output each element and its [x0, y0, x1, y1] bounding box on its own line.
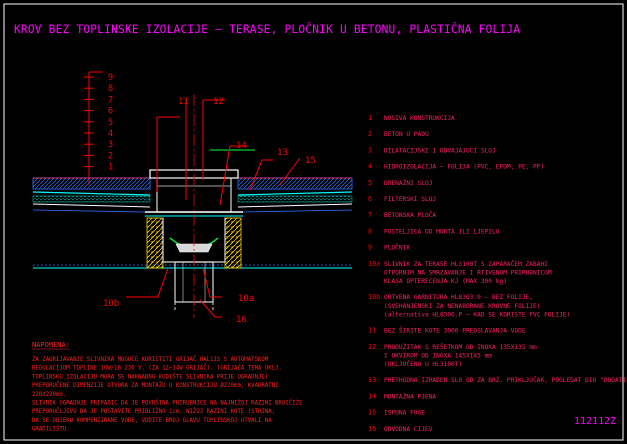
- legend-number: 4: [368, 163, 372, 171]
- callout-11: 11: [178, 97, 189, 107]
- legend-number: 5: [368, 179, 372, 187]
- legend-text: DRENAŽNI SLOJ: [384, 178, 432, 187]
- note-line: PREPORUČLJIVO DA JE POSTAVITE PRIBLIŽNO …: [32, 407, 275, 415]
- legend-text: POSTELJICA OD MORTA ILI LJEPILO: [384, 228, 500, 235]
- legend-number: 8: [368, 227, 372, 235]
- note-line: 220X220mm.: [32, 392, 66, 398]
- legend-number: 10b: [368, 293, 380, 301]
- notes-block: ZA ZAGRIJAVANJE SLIVNIKA MOGUĆE KORISTIT…: [32, 356, 303, 433]
- legend-text: I OKVIROM OD INOXA 145X145 mm: [384, 352, 492, 359]
- legend-text: (UKLJUČENO U HL3100T): [384, 359, 462, 368]
- legend-number: 16: [368, 425, 376, 433]
- legend-text: PRETHODNO IZRAĐEN SLO OD ZA BRZ. PRIKLJU…: [384, 375, 627, 384]
- callout-12: 12: [213, 97, 224, 107]
- callout-10b: 10b: [103, 299, 119, 309]
- legend-number: 13: [368, 376, 376, 384]
- legend-text: (alternativa HL8300.P – KAD SE KORISTE P…: [384, 311, 570, 318]
- legend-text: BETONSKA PLOČA: [384, 210, 436, 219]
- legend-text: FILTERSKI SLOJ: [384, 196, 436, 203]
- note-line: DA SE OBJEKU KOMPENZIRANE VODE, VODITE B…: [32, 418, 272, 424]
- legend-text: ODVODNA CIJEV: [384, 426, 433, 433]
- note-line: REGULACIJOM TOPLINE 10W/16 230 V. (ZA 12…: [32, 365, 282, 372]
- scale-tick-label: 4: [108, 129, 113, 139]
- legend-text: ISPUNA FUGE: [384, 410, 425, 417]
- callout-10a: 10a: [238, 294, 254, 304]
- callout-13: 13: [277, 148, 288, 158]
- note-line: ZA ZAGRIJAVANJE SLIVNIKA MOGUĆE KORISTIT…: [32, 356, 269, 363]
- callout-16: 16: [236, 315, 247, 325]
- legend-number: 9: [368, 244, 372, 252]
- legend-text: DILATACIJSKI I ODVAJAJUĆI SLOJ: [384, 145, 496, 154]
- scale-tick-label: 2: [108, 151, 113, 161]
- note-line: GRADILIŠTU.: [32, 426, 70, 433]
- scale-tick-label: 5: [108, 118, 113, 128]
- legend-number: 3: [368, 146, 372, 154]
- note-line: SLIVNIK UGRADNJE PRIPADIC DA JE POVRŠINA…: [32, 399, 303, 407]
- legend-text: MONTAŽNA PJENA: [384, 391, 436, 400]
- legend: 1 NOSIVA KONSTRUKCIJA 2 BETON U PADU 3 DILATA…: [368, 114, 627, 433]
- legend-text: PRODUŽITAK S REŠETKOM OD INOXA 135X135 m…: [384, 342, 537, 351]
- callout-15: 15: [305, 156, 316, 166]
- scale-tick-label: 9: [108, 73, 113, 83]
- legend-text: BETON U PADU: [384, 131, 429, 138]
- legend-text: PLOČNIK: [384, 243, 410, 252]
- callout-14: 14: [236, 141, 247, 151]
- scale-tick-label: 3: [108, 140, 113, 150]
- note-line: TOPLINSKU IZOLACIJU MORA SE NAKNADNO KUD…: [32, 373, 268, 380]
- drawing-title: KROV BEZ TOPLINSKE IZOLACIJE – TERASE, P…: [14, 23, 520, 36]
- legend-text: NOSIVA KONSTRUKCIJA: [384, 115, 455, 122]
- scale-tick-label: 1: [108, 163, 113, 173]
- legend-number: 15: [368, 409, 376, 417]
- legend-text: KLASA OPTERECENJA KJ (MAX 300 kg): [384, 278, 507, 285]
- legend-number: 7: [368, 211, 372, 219]
- legend-number: 11: [368, 327, 376, 335]
- legend-text: ORTVENA GARNITURA HL83O3.0 – BEZ FOLIJE,: [384, 294, 533, 301]
- scale-tick-label: 8: [108, 84, 113, 94]
- legend-text: OTPORNIM NA SMRZAVANJE I RTIVENOM PRIRUB…: [384, 269, 552, 276]
- legend-text: BEZ ŠIRITE KOTE 3000 PREDSLAVANJA VODE: [384, 326, 526, 335]
- legend-number: 14: [368, 392, 376, 400]
- legend-text: (SVEHANJENSKI ZA NENABORANE KROVNE FOLIJ…: [384, 303, 540, 310]
- notes-title: NAPOMENA:: [32, 341, 70, 349]
- legend-number: 12: [368, 343, 376, 351]
- legend-number: 10a: [368, 260, 380, 268]
- scale-tick-label: 7: [108, 95, 113, 105]
- drawing-code: 112112Z: [574, 416, 616, 427]
- scale-tick-label: 6: [108, 107, 113, 117]
- legend-number: 6: [368, 195, 372, 203]
- legend-number: 1: [368, 114, 372, 122]
- drawing-border: [3, 3, 624, 441]
- legend-number: 2: [368, 130, 372, 138]
- legend-text: SLIVNIK ZA TERASE HL3100T S ZAPARAČEM ZA…: [384, 259, 548, 268]
- legend-text: HIDROIZOLACIJA – FOLIJA (PVC, EPDM, PE, …: [384, 164, 544, 171]
- note-line: PREPORUČENE DIMENZIJE OTVORA ZA MONTAŽU …: [32, 381, 279, 389]
